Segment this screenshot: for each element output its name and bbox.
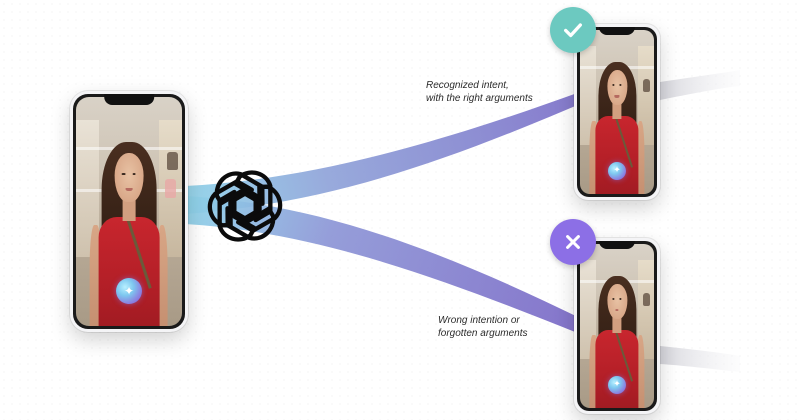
success-label-line1: Recognized intent, (426, 80, 509, 91)
failure-label: Wrong intention or forgotten arguments (438, 314, 528, 340)
assistant-orb-icon[interactable]: ✦ (608, 376, 626, 394)
success-label: Recognized intent, with the right argume… (426, 79, 533, 105)
openai-logo-icon (207, 170, 283, 242)
speaker-person (587, 60, 646, 194)
success-label-line2: with the right arguments (426, 93, 533, 104)
source-phone: ✦ (70, 91, 188, 332)
speaker-person (587, 274, 646, 408)
failure-trail (660, 346, 740, 372)
check-icon (564, 23, 582, 38)
success-flow-ribbon (185, 92, 580, 214)
success-check-badge (550, 7, 596, 53)
failure-label-line2: forgotten arguments (438, 328, 528, 339)
assistant-orb-icon[interactable]: ✦ (608, 162, 626, 180)
speaker-person (87, 138, 172, 326)
failure-label-line1: Wrong intention or (438, 315, 520, 326)
success-phone-screen: ✦ (580, 30, 654, 194)
failure-flow-ribbon (185, 196, 580, 334)
success-phone: ✦ (574, 24, 660, 200)
success-trail (660, 70, 740, 100)
failure-phone: ✦ (574, 238, 660, 414)
failure-phone-screen: ✦ (580, 244, 654, 408)
failure-x-badge (550, 219, 596, 265)
source-phone-screen: ✦ (76, 97, 182, 326)
x-icon (566, 235, 580, 249)
assistant-orb-icon[interactable]: ✦ (116, 278, 142, 304)
